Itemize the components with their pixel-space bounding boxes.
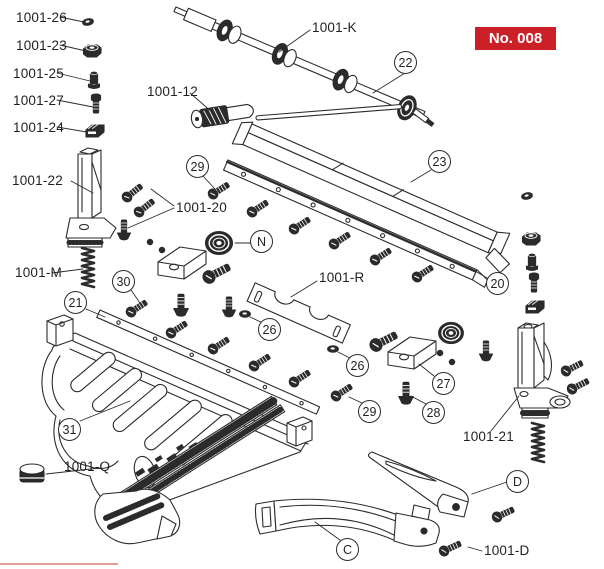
bottom-partial-badge-strip — [0, 563, 118, 565]
part-label-1001-22: 1001-22 — [12, 173, 63, 188]
guard-bar-art — [96, 309, 321, 415]
figure-number-badge: No. 008 — [475, 27, 556, 50]
callout-20: 20 — [486, 272, 509, 295]
spring-right-art — [530, 421, 546, 464]
callout-27: 27 — [432, 372, 455, 395]
part-label-1001-D: 1001-D — [484, 543, 530, 558]
callout-21: 21 — [64, 291, 87, 314]
part-label-1001-Q: 1001-Q — [64, 459, 111, 474]
roller-right-art — [437, 321, 465, 345]
clamp-bar-art — [231, 121, 511, 274]
right-block-art — [387, 336, 437, 370]
part-label-1001-12: 1001-12 — [147, 84, 198, 99]
roller-n-art — [204, 230, 234, 256]
leader-lines — [45, 16, 520, 552]
callout-D: D — [506, 470, 529, 493]
callout-C: C — [336, 538, 359, 561]
callout-26-left: 26 — [258, 318, 281, 341]
callout-30: 30 — [112, 270, 135, 293]
part-label-1001-R: 1001-R — [319, 270, 365, 285]
callout-29-top: 29 — [186, 155, 209, 178]
part-label-1001-27: 1001-27 — [13, 93, 64, 108]
part-label-1001-21: 1001-21 — [463, 429, 514, 444]
left-block-art — [157, 246, 207, 280]
spring-left-art — [80, 246, 96, 289]
blade-art — [223, 159, 489, 288]
handle-art — [190, 103, 254, 129]
part-label-1001-24: 1001-24 — [13, 120, 64, 135]
callout-N: N — [250, 230, 273, 253]
arm-d-art — [367, 451, 469, 518]
rod-art — [255, 104, 403, 121]
callout-23: 23 — [428, 150, 451, 173]
callout-29-bottom: 29 — [358, 400, 381, 423]
callout-22: 22 — [394, 51, 417, 74]
part-label-1001-25: 1001-25 — [13, 66, 64, 81]
part-label-1001-20: 1001-20 — [176, 200, 227, 215]
callout-28: 28 — [422, 401, 445, 424]
part-label-1001-K: 1001-K — [312, 20, 357, 35]
base-casting-art — [41, 314, 313, 545]
right-bracket-art — [513, 322, 571, 419]
callout-26-right: 26 — [346, 354, 369, 377]
link-plate-art — [246, 282, 351, 344]
arm-c-art — [254, 498, 440, 547]
shaft-assembly-art — [173, 6, 435, 127]
part-label-1001-23: 1001-23 — [16, 38, 67, 53]
callout-31: 31 — [58, 418, 81, 441]
rubber-foot-art — [19, 463, 45, 483]
part-label-1001-M: 1001-M — [15, 265, 62, 280]
left-bracket-art — [65, 147, 117, 248]
part-label-1001-26: 1001-26 — [16, 10, 67, 25]
